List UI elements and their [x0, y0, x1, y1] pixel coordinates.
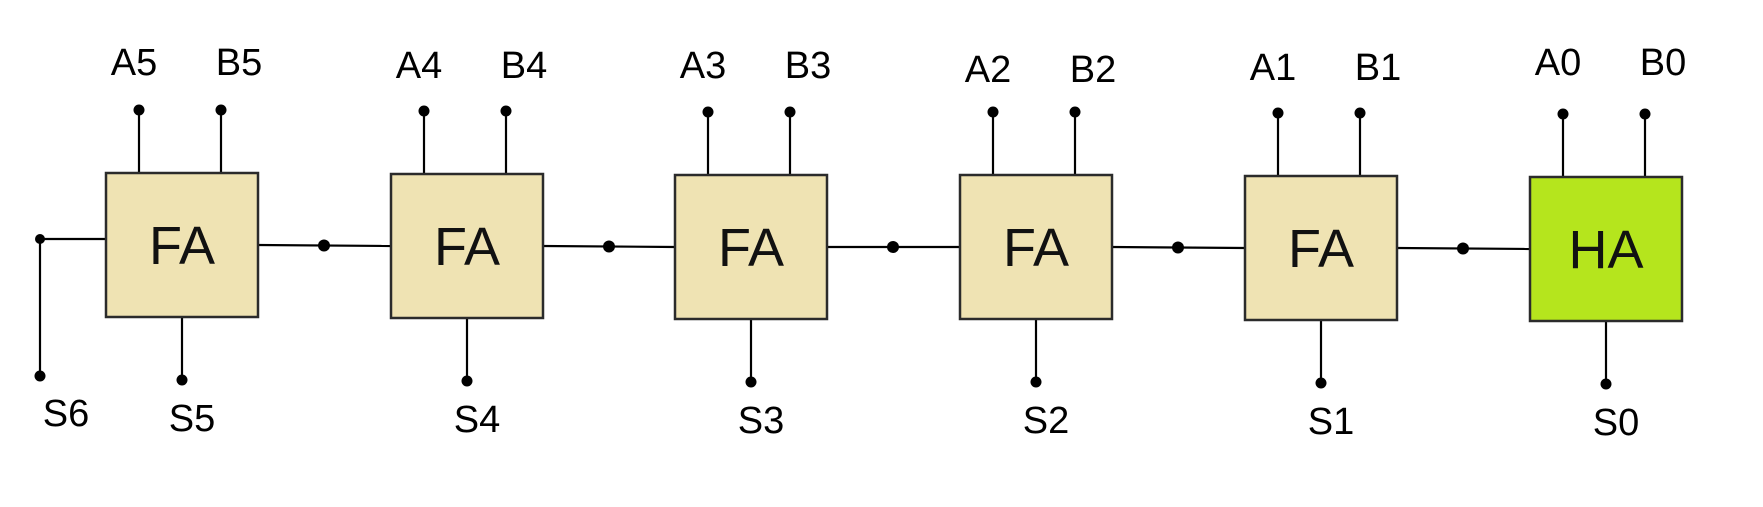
block-label: FA: [1003, 218, 1069, 278]
input-b-terminal: [1354, 107, 1366, 119]
sum-terminal: [745, 376, 757, 388]
full-adder-box: [389, 172, 545, 320]
carry-out-junction: [35, 234, 45, 244]
sum-terminal: [176, 374, 188, 386]
input-a-terminal: [1272, 107, 1284, 119]
sum-terminal: [1600, 378, 1612, 390]
half-adder-box: [1528, 175, 1684, 323]
block-label: FA: [434, 217, 500, 277]
carry-out: S6: [34, 234, 106, 435]
input-a-label: A0: [1535, 42, 1581, 84]
carry-junction: [1172, 241, 1184, 254]
input-b-label: B2: [1070, 49, 1116, 91]
input-a-label: A5: [111, 42, 157, 84]
full-adder-box: [673, 173, 829, 321]
input-b-label: B0: [1640, 42, 1686, 84]
full-adder-box: [958, 173, 1114, 321]
sum-label: S1: [1308, 401, 1354, 443]
sum-label: S0: [1593, 402, 1639, 444]
input-b-terminal: [1639, 108, 1651, 120]
input-a-label: A4: [396, 45, 442, 87]
carry-out-terminal: [34, 370, 46, 382]
input-b-label: B4: [501, 45, 547, 87]
input-a-terminal: [418, 105, 430, 117]
input-b-label: B3: [785, 45, 831, 87]
full-adder-box: [1243, 174, 1399, 322]
block-label: FA: [1288, 219, 1354, 279]
full-adder-box: [104, 171, 260, 319]
block-label: FA: [718, 218, 784, 278]
input-b-label: B5: [216, 42, 262, 84]
carry-junction: [318, 239, 330, 252]
carry-junction: [1457, 242, 1469, 255]
input-a-terminal: [1557, 108, 1569, 120]
input-a-label: A3: [680, 45, 726, 87]
sum-terminal: [1315, 377, 1327, 389]
input-b-terminal: [215, 104, 227, 116]
input-a-terminal: [702, 106, 714, 118]
sum-terminal: [1030, 376, 1042, 388]
input-a-terminal: [133, 104, 145, 116]
input-a-label: A2: [965, 49, 1011, 91]
carry-out-label: S6: [43, 393, 89, 435]
input-b-terminal: [500, 105, 512, 117]
sum-label: S3: [738, 400, 784, 442]
sum-label: S5: [169, 398, 215, 440]
block-label: HA: [1568, 220, 1643, 280]
carry-junction: [887, 241, 899, 253]
input-b-label: B1: [1355, 47, 1401, 89]
sum-terminal: [461, 375, 473, 387]
input-a-label: A1: [1250, 47, 1296, 89]
sum-label: S4: [454, 399, 500, 441]
input-b-terminal: [784, 106, 796, 118]
block-label: FA: [149, 216, 215, 276]
carry-junction: [603, 240, 615, 253]
input-a-terminal: [987, 106, 999, 118]
sum-label: S2: [1023, 400, 1069, 442]
input-b-terminal: [1069, 106, 1081, 118]
